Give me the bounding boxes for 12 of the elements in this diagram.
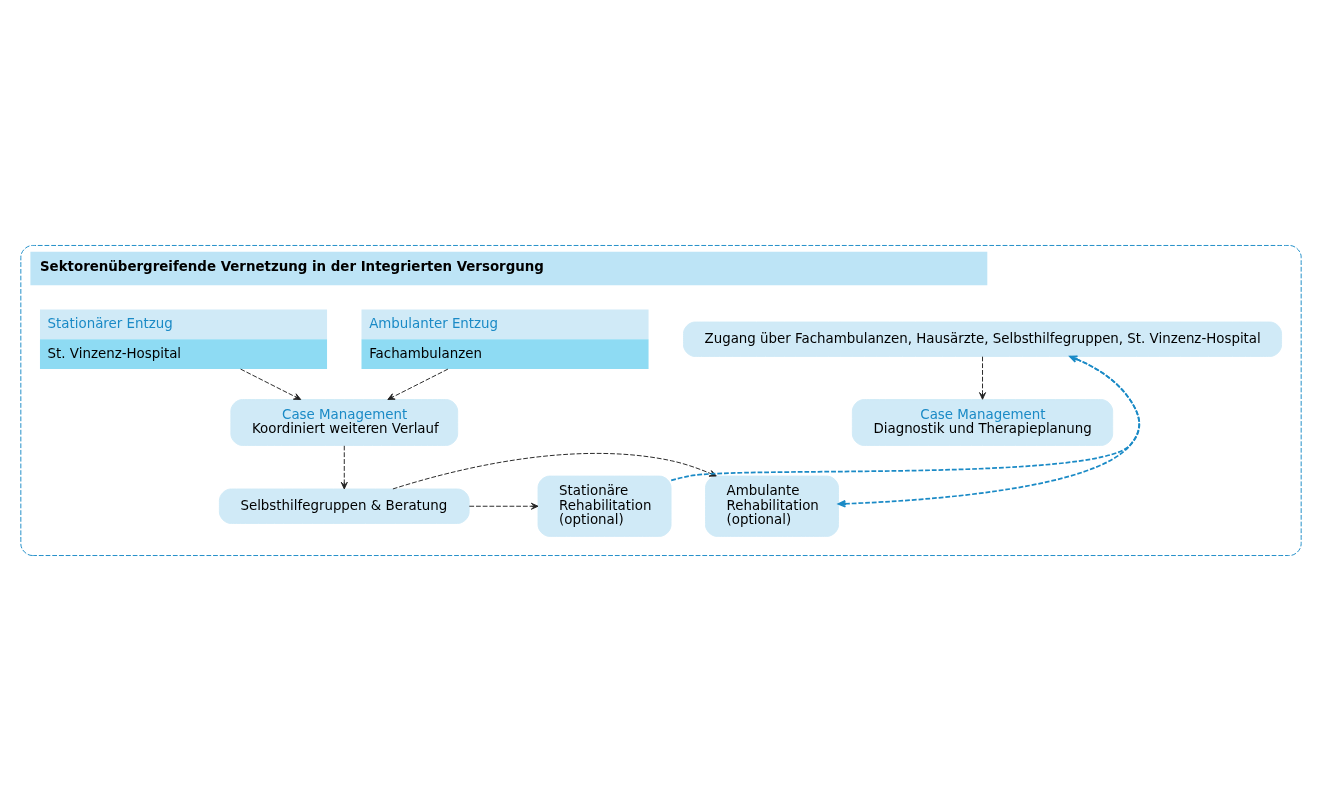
arrow: [387, 368, 449, 400]
arrow: [240, 368, 302, 400]
node-box: Case Management Diagnostik und Therapieplanung: [851, 398, 1114, 446]
node-box: Zugang über Fachambulanzen, Hausärzte, Selbsthilfegruppen, St. Vinzenz-Hospital: [683, 321, 1283, 357]
arrow: [392, 452, 717, 489]
node-box: Stationäre Rehabilitation (optional): [537, 475, 672, 537]
node-box: Case Management Koordiniert weiteren Verlauf: [230, 398, 459, 446]
node-box: Selbsthilfegruppen & Beratung: [218, 488, 470, 524]
arrow: [340, 444, 348, 489]
node-box: Ambulante Rehabilitation (optional): [705, 475, 839, 537]
arrow: [468, 502, 539, 510]
arrow: [979, 355, 986, 400]
